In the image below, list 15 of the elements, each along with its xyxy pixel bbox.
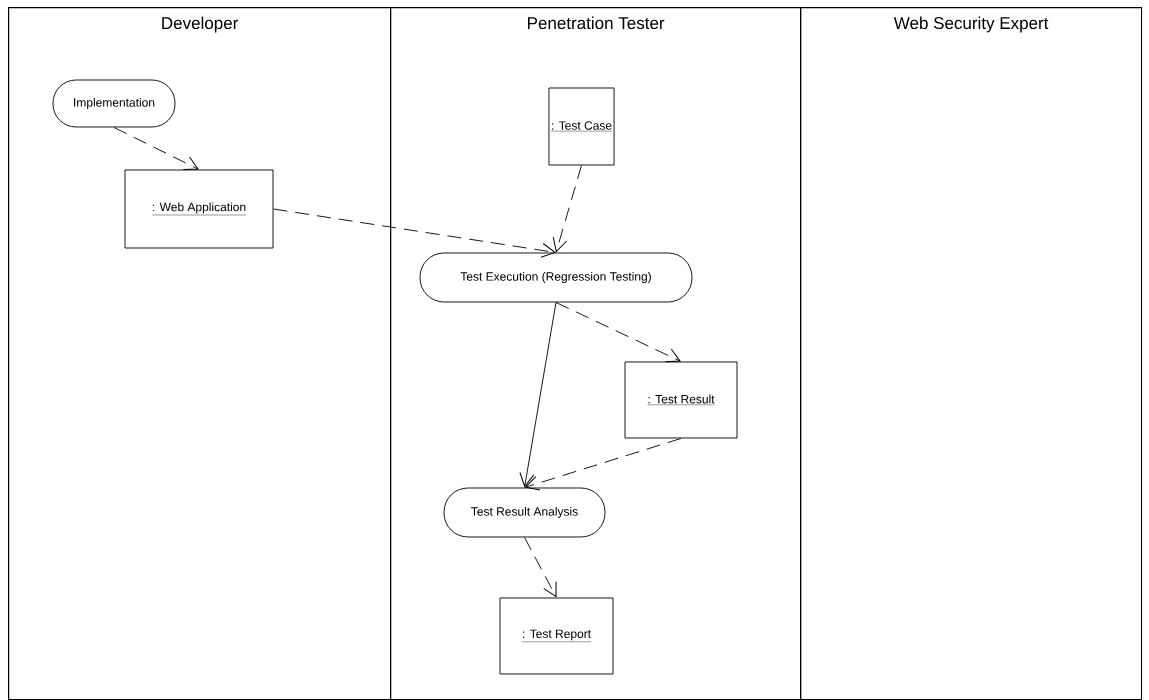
arrow — [524, 537, 557, 598]
arrow — [113, 127, 199, 171]
object-box: : Test Case — [548, 87, 615, 166]
arrow — [555, 302, 681, 363]
object-box: : Web Application — [124, 169, 274, 249]
activity-box: Test Result Analysis — [443, 487, 606, 538]
activity-box: Test Execution (Regression Testing) — [419, 252, 693, 303]
activity-box: Implementation — [52, 79, 176, 128]
arrow — [552, 165, 582, 253]
arrow — [525, 438, 682, 491]
object-box: : Test Report — [499, 597, 614, 675]
arrow — [273, 208, 556, 258]
object-box: : Test Result — [624, 361, 738, 439]
arrow — [519, 302, 557, 487]
swimlane: Web Security Expert — [800, 7, 1143, 700]
